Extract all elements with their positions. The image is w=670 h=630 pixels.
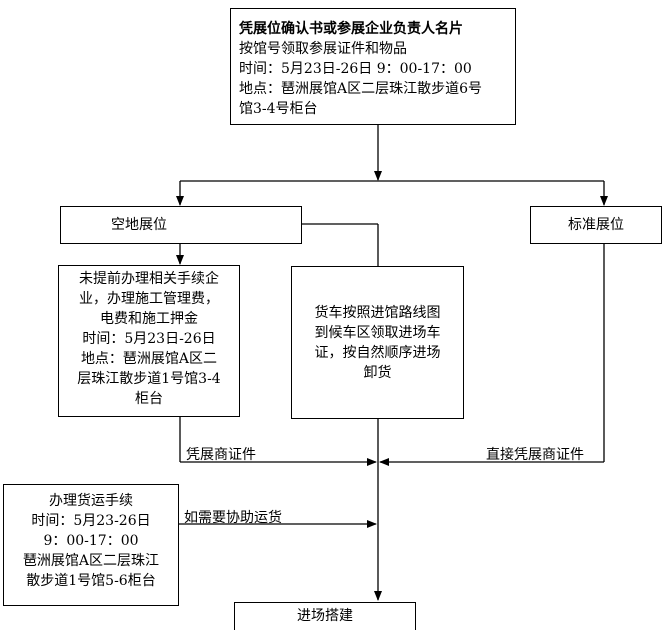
construction-fee-line-6: 层珠江散步道1号馆3-4 <box>77 371 221 387</box>
shipping-line-3: 9：00-17：00 <box>43 533 139 549</box>
construction-fee-line-3: 电费和施工押金 <box>100 311 198 327</box>
construction-fee-box: 未提前办理相关手续企 业，办理施工管理费， 电费和施工押金 时间：5月23日-2… <box>58 265 240 417</box>
standard-booth-label: 标准展位 <box>568 217 624 233</box>
shipping-line-4: 琶洲展馆A区二层珠江 <box>22 553 160 569</box>
open-space-booth-box: 空地展位 <box>60 206 302 244</box>
truck-entry-line-4: 卸货 <box>363 365 392 381</box>
shipping-procedure-box: 办理货运手续 时间：5月23-26日 9：00-17：00 琶洲展馆A区二层珠江… <box>3 484 179 606</box>
construction-fee-line-7: 柜台 <box>135 391 163 407</box>
truck-entry-line-3: 证，按自然顺序进场 <box>314 345 441 361</box>
top-box-line-2: 按馆号领取参展证件和物品 <box>239 41 407 57</box>
edge-label-shipping-help: 如需要协助运货 <box>184 510 282 526</box>
edge-label-exhibitor-cert: 凭展商证件 <box>186 447 256 463</box>
enter-and-build-label: 进场搭建 <box>297 608 353 624</box>
shipping-line-5: 散步道1号馆5-6柜台 <box>26 573 156 589</box>
open-space-booth-label: 空地展位 <box>111 217 167 233</box>
top-box-line-4: 地点：琶洲展馆A区二层珠江散步道6号 <box>239 81 483 97</box>
top-box-line-5: 馆3-4号柜台 <box>239 101 318 117</box>
construction-fee-line-2: 业，办理施工管理费， <box>79 291 219 307</box>
top-box-line-3: 时间：5月23日-26日 9：00-17：00 <box>239 61 472 77</box>
top-box-cert-pickup: 凭展位确认书或参展企业负责人名片 按馆号领取参展证件和物品 时间：5月23日-2… <box>230 8 516 125</box>
truck-entry-box: 货车按照进馆路线图 到候车区领取进场车 证，按自然顺序进场 卸货 <box>291 266 464 419</box>
construction-fee-line-4: 时间：5月23日-26日 <box>82 331 216 347</box>
truck-entry-line-1: 货车按照进馆路线图 <box>314 305 441 321</box>
shipping-line-2: 时间：5月23-26日 <box>31 513 151 529</box>
truck-entry-line-2: 到候车区领取进场车 <box>314 325 441 341</box>
construction-fee-line-1: 未提前办理相关手续企 <box>79 271 219 287</box>
edge-label-direct-cert: 直接凭展商证件 <box>486 447 584 463</box>
shipping-line-1: 办理货运手续 <box>49 493 133 509</box>
construction-fee-line-5: 地点：琶洲展馆A区二 <box>80 351 218 367</box>
enter-and-build-box: 进场搭建 <box>234 602 416 630</box>
top-box-line-1: 凭展位确认书或参展企业负责人名片 <box>239 21 463 37</box>
standard-booth-box: 标准展位 <box>530 206 662 244</box>
